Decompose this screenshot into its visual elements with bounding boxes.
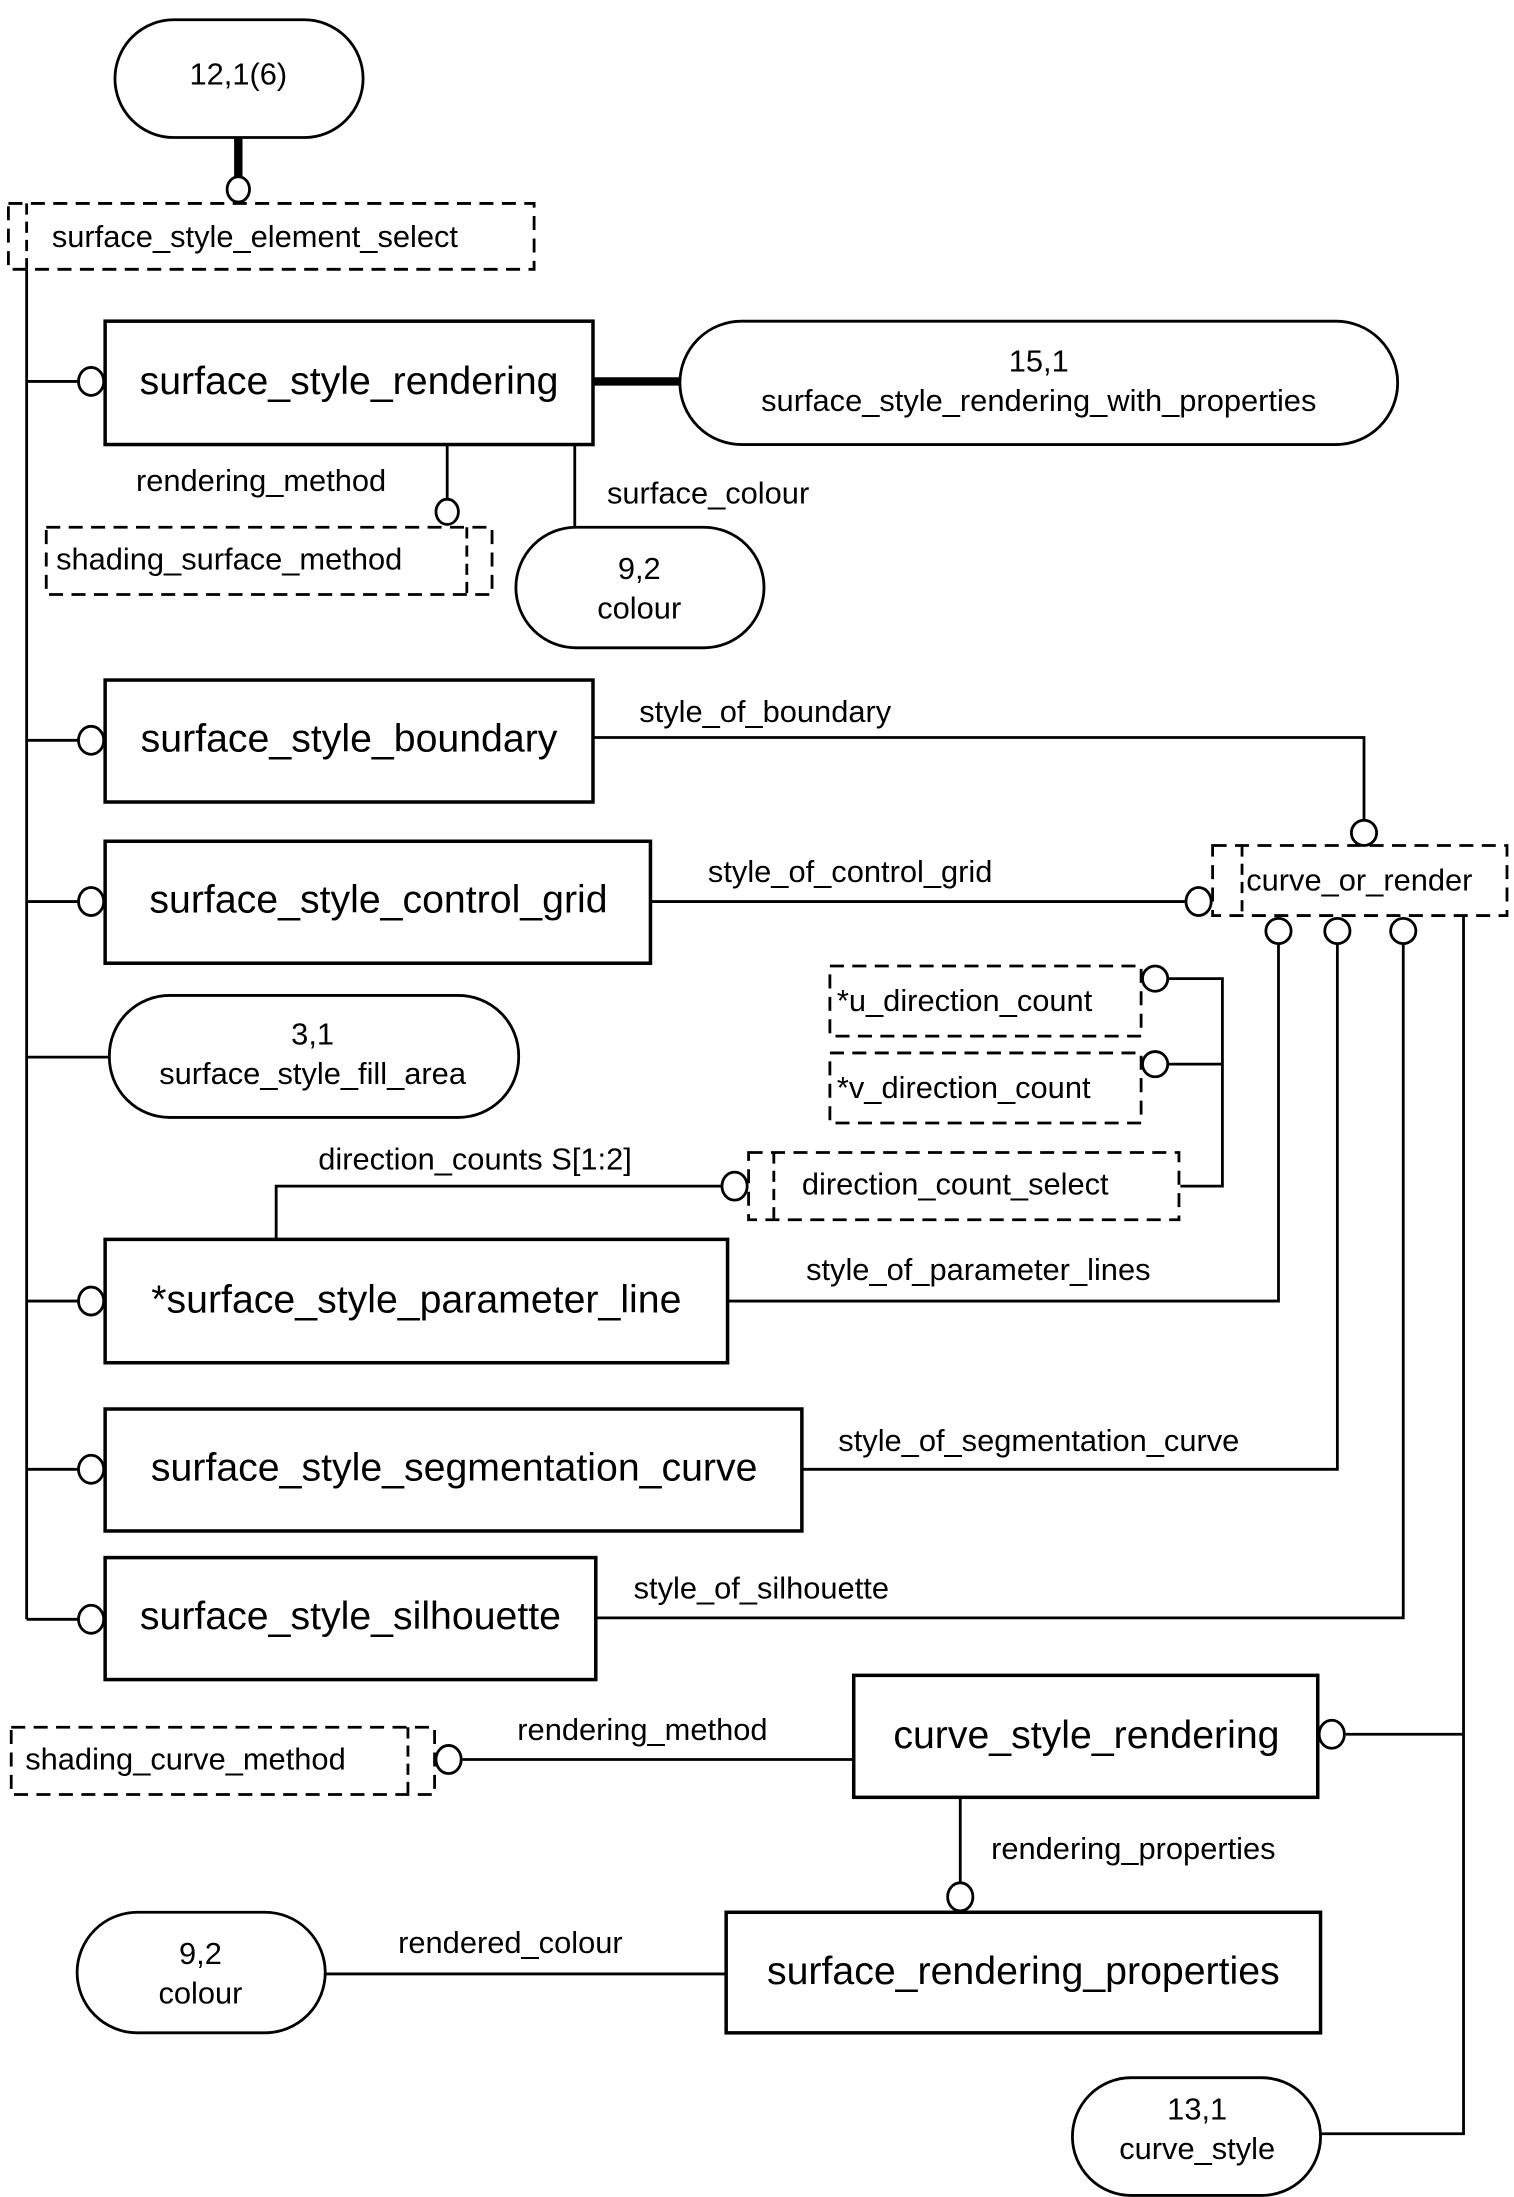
relationship-end-circles (77, 175, 1418, 1913)
select-surface-style-element-label: surface_style_element_select (52, 219, 459, 254)
entity-surface-style-segmentation-curve-label: surface_style_segmentation_curve (151, 1446, 758, 1490)
entity-surface-style-boundary[interactable]: surface_style_boundary (103, 678, 595, 804)
page-ref-root[interactable]: 12,1(6) (113, 18, 365, 139)
entity-surface-rendering-properties[interactable]: surface_rendering_properties (724, 1910, 1323, 2035)
end-circle-boundary (77, 724, 106, 756)
line-curve-or-render-trunk (1320, 915, 1465, 2136)
label-style-of-control-grid: style_of_control_grid (708, 854, 992, 889)
page-ref-colour-top-ref: 9,2 (618, 551, 661, 586)
end-circle-control-grid (77, 886, 106, 917)
end-circle-shading-surface (434, 497, 460, 526)
line-style-of-segmentation-curve (801, 943, 1339, 1471)
end-circle-u-direction (1141, 964, 1170, 993)
page-ref-curve-style-ref: 13,1 (1167, 2092, 1227, 2127)
end-circle-cor-3 (1389, 916, 1418, 945)
label-rendering-properties: rendering_properties (991, 1831, 1275, 1866)
entity-surface-style-silhouette-label: surface_style_silhouette (140, 1594, 561, 1638)
end-circle-shading-curve (434, 1744, 463, 1775)
end-circle-cor-1 (1264, 916, 1293, 945)
line-style-of-silhouette (595, 943, 1405, 1620)
page-ref-fill-area[interactable]: 3,1 surface_style_fill_area (107, 994, 521, 1119)
select-v-direction-count[interactable]: *v_direction_count (828, 1051, 1143, 1125)
select-shading-surface-method-label: shading_surface_method (56, 541, 402, 576)
entity-curve-style-rendering-label: curve_style_rendering (893, 1713, 1279, 1757)
entity-surface-style-parameter-line[interactable]: *surface_style_parameter_line (103, 1237, 730, 1365)
label-rendered-colour: rendered_colour (398, 1925, 623, 1960)
end-circle-silhouette (77, 1603, 106, 1635)
page-ref-fill-area-ref: 3,1 (291, 1017, 334, 1052)
end-circle-segmentation (77, 1453, 106, 1485)
entity-curve-style-rendering[interactable]: curve_style_rendering (851, 1673, 1320, 1800)
end-circle-cor-2 (1323, 916, 1352, 945)
line-style-of-boundary (592, 736, 1366, 822)
page-ref-colour-top-name: colour (597, 590, 681, 625)
page-ref-rendering-with-properties[interactable]: 15,1 surface_style_rendering_with_proper… (678, 319, 1400, 446)
label-style-of-silhouette: style_of_silhouette (634, 1570, 889, 1605)
select-shading-curve-method-label: shading_curve_method (25, 1741, 346, 1776)
entity-surface-style-control-grid[interactable]: surface_style_control_grid (103, 839, 653, 965)
page-ref-rendering-with-properties-ref: 15,1 (1009, 344, 1069, 379)
label-style-of-parameter-lines: style_of_parameter_lines (806, 1252, 1150, 1287)
select-v-direction-count-label: *v_direction_count (837, 1070, 1091, 1105)
end-circle-parameter-line (77, 1285, 106, 1317)
end-circle-root (225, 175, 251, 204)
entity-surface-style-parameter-line-label: *surface_style_parameter_line (151, 1277, 681, 1321)
page-ref-colour-bottom[interactable]: 9,2 colour (75, 1910, 327, 2035)
select-u-direction-count[interactable]: *u_direction_count (828, 964, 1143, 1038)
select-shading-curve-method[interactable]: shading_curve_method (9, 1725, 436, 1796)
label-rendering-method: rendering_method (136, 463, 386, 498)
select-direction-count-label: direction_count_select (802, 1167, 1109, 1202)
entity-surface-style-segmentation-curve[interactable]: surface_style_segmentation_curve (103, 1407, 804, 1533)
select-curve-or-render[interactable]: curve_or_render (1211, 844, 1509, 917)
label-style-of-segmentation-curve: style_of_segmentation_curve (838, 1423, 1239, 1458)
end-circle-rendering-properties (946, 1881, 975, 1913)
label-rendering-method-2: rendering_method (517, 1712, 767, 1747)
end-circle-curve-style-rendering (1317, 1718, 1346, 1750)
entity-surface-rendering-properties-label: surface_rendering_properties (767, 1949, 1280, 1993)
entity-surface-style-rendering[interactable]: surface_style_rendering (103, 319, 595, 447)
page-ref-fill-area-name: surface_style_fill_area (159, 1056, 467, 1091)
label-style-of-boundary: style_of_boundary (639, 694, 892, 729)
label-direction-counts: direction_counts S[1:2] (318, 1141, 632, 1176)
page-ref-colour-top[interactable]: 9,2 colour (514, 525, 766, 650)
end-circle-curve-or-render-left (1184, 886, 1213, 917)
page-ref-colour-bottom-ref: 9,2 (179, 1936, 222, 1971)
page-ref-curve-style[interactable]: 13,1 curve_style (1071, 2076, 1322, 2197)
page-ref-curve-style-name: curve_style (1119, 2131, 1275, 2166)
entity-surface-style-silhouette[interactable]: surface_style_silhouette (103, 1555, 598, 1682)
entity-surface-style-control-grid-label: surface_style_control_grid (149, 878, 607, 922)
select-shading-surface-method[interactable]: shading_surface_method (44, 525, 494, 596)
page-ref-root-label: 12,1(6) (189, 56, 287, 91)
label-surface-colour: surface_colour (607, 475, 809, 510)
end-circle-v-direction (1141, 1050, 1170, 1079)
line-u-direction (1167, 977, 1224, 1188)
page-ref-colour-bottom-name: colour (158, 1975, 242, 2010)
line-style-of-parameter-lines (727, 943, 1280, 1303)
entity-surface-style-boundary-label: surface_style_boundary (141, 717, 558, 761)
entity-surface-style-rendering-label: surface_style_rendering (140, 359, 559, 403)
end-circle-rendering (77, 366, 106, 397)
select-surface-style-element[interactable]: surface_style_element_select (7, 202, 536, 271)
line-direction-counts (274, 1184, 722, 1238)
page-ref-rendering-with-properties-name: surface_style_rendering_with_properties (761, 383, 1316, 418)
end-circle-curve-or-render-top (1349, 818, 1379, 847)
select-direction-count[interactable]: direction_count_select (747, 1151, 1181, 1222)
select-u-direction-count-label: *u_direction_count (837, 983, 1093, 1018)
end-circle-direction-count-select (720, 1170, 749, 1202)
select-curve-or-render-label: curve_or_render (1246, 862, 1472, 897)
